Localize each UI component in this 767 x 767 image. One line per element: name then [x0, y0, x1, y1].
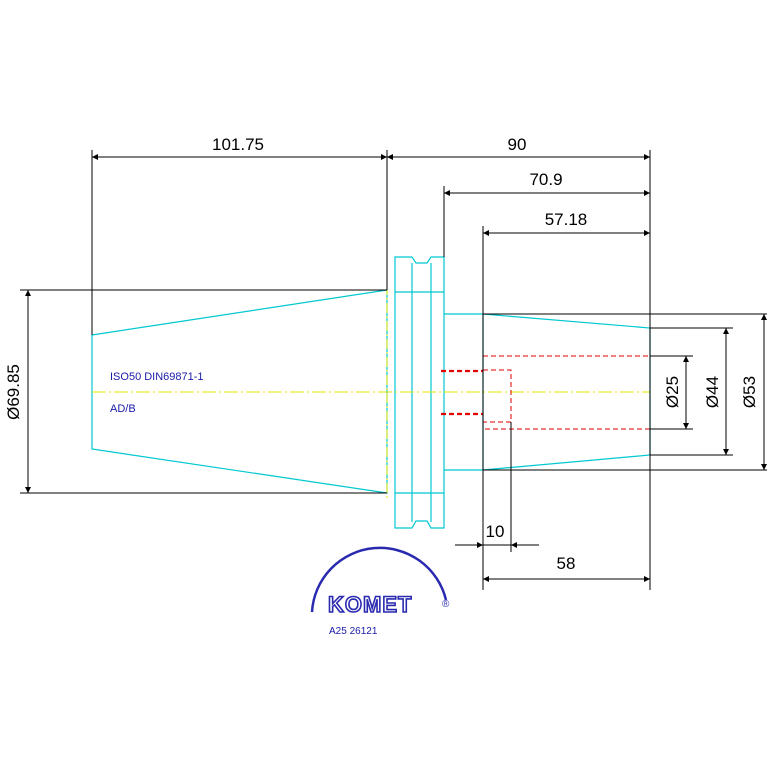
- logo-arc: [310, 546, 448, 613]
- standard-note: ISO50 DIN69871-1: [110, 371, 204, 383]
- dim-25-label: Ø25: [663, 376, 682, 408]
- dim-53-label: Ø53: [740, 376, 759, 408]
- screw-hidden-outline: [482, 369, 512, 423]
- hidden-screw-holes: [441, 369, 483, 416]
- dimension-lines: [20, 150, 767, 590]
- dim-58-label: 58: [557, 554, 576, 573]
- dim-70-9-label: 70.9: [529, 170, 562, 189]
- part-number: A25 26121: [329, 626, 378, 637]
- flange-outline: [394, 256, 445, 529]
- dim-101-75-label: 101.75: [212, 135, 264, 154]
- dim-57-18-label: 57.18: [545, 210, 588, 229]
- dim-69-85-label: Ø69.85: [4, 364, 23, 420]
- komet-logo: KOMET ®: [310, 546, 450, 618]
- dim-44-label: Ø44: [703, 376, 722, 408]
- dim-10-label: 10: [486, 522, 505, 541]
- logo-registered-mark: ®: [442, 599, 450, 610]
- dim-90-label: 90: [508, 135, 527, 154]
- logo-brand-text: KOMET: [328, 592, 412, 617]
- form-note: AD/B: [110, 403, 136, 415]
